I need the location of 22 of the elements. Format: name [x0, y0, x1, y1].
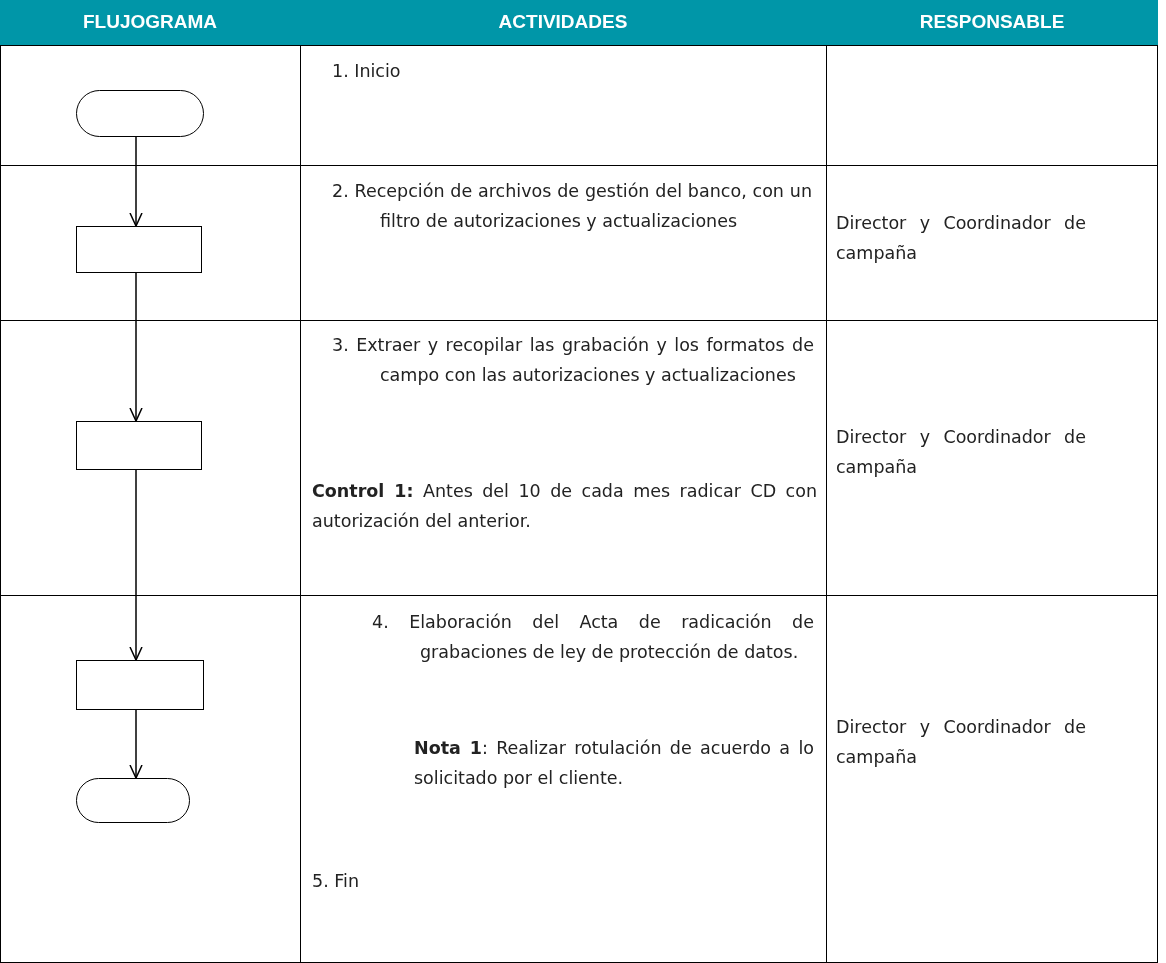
- column-header: ACTIVIDADES: [497, 10, 629, 34]
- responsible-text: Director y Coordinador de campaña: [836, 426, 1086, 479]
- arrow: [129, 272, 143, 422]
- activity-text: 3. Extraer y recopilar las grabación y los formatos de campo con las autorizaciones y actualizaciones: [332, 334, 814, 387]
- arrow: [129, 469, 143, 661]
- responsible-text: Director y Coordinador de campaña: [836, 716, 1086, 769]
- responsible-text: Director y Coordinador de campaña: [836, 212, 1086, 265]
- terminal-shape: [76, 90, 204, 137]
- arrow: [129, 709, 143, 779]
- activity-text: 4. Elaboración del Acta de radicación de grabaciones de ley de protección de datos.: [372, 611, 814, 664]
- process-box: [76, 226, 202, 273]
- column-header: RESPONSABLE: [918, 10, 1066, 34]
- column-header: FLUJOGRAMA: [81, 10, 219, 34]
- control-note: Control 1: Antes del 10 de cada mes radicar CD con autorización del anterior.: [312, 480, 817, 533]
- activity-text: 2. Recepción de archivos de gestión del banco, con un filtro de autorizaciones y actualizaciones: [332, 180, 812, 233]
- process-box: [76, 660, 204, 710]
- process-box: [76, 421, 202, 470]
- terminal-shape: [76, 778, 190, 823]
- activity-text: 1. Inicio: [332, 60, 402, 83]
- arrow: [129, 136, 143, 227]
- note-text: Nota 1: Realizar rotulación de acuerdo a lo solicitado por el cliente.: [414, 737, 814, 790]
- activity-text: 5. Fin: [312, 870, 360, 893]
